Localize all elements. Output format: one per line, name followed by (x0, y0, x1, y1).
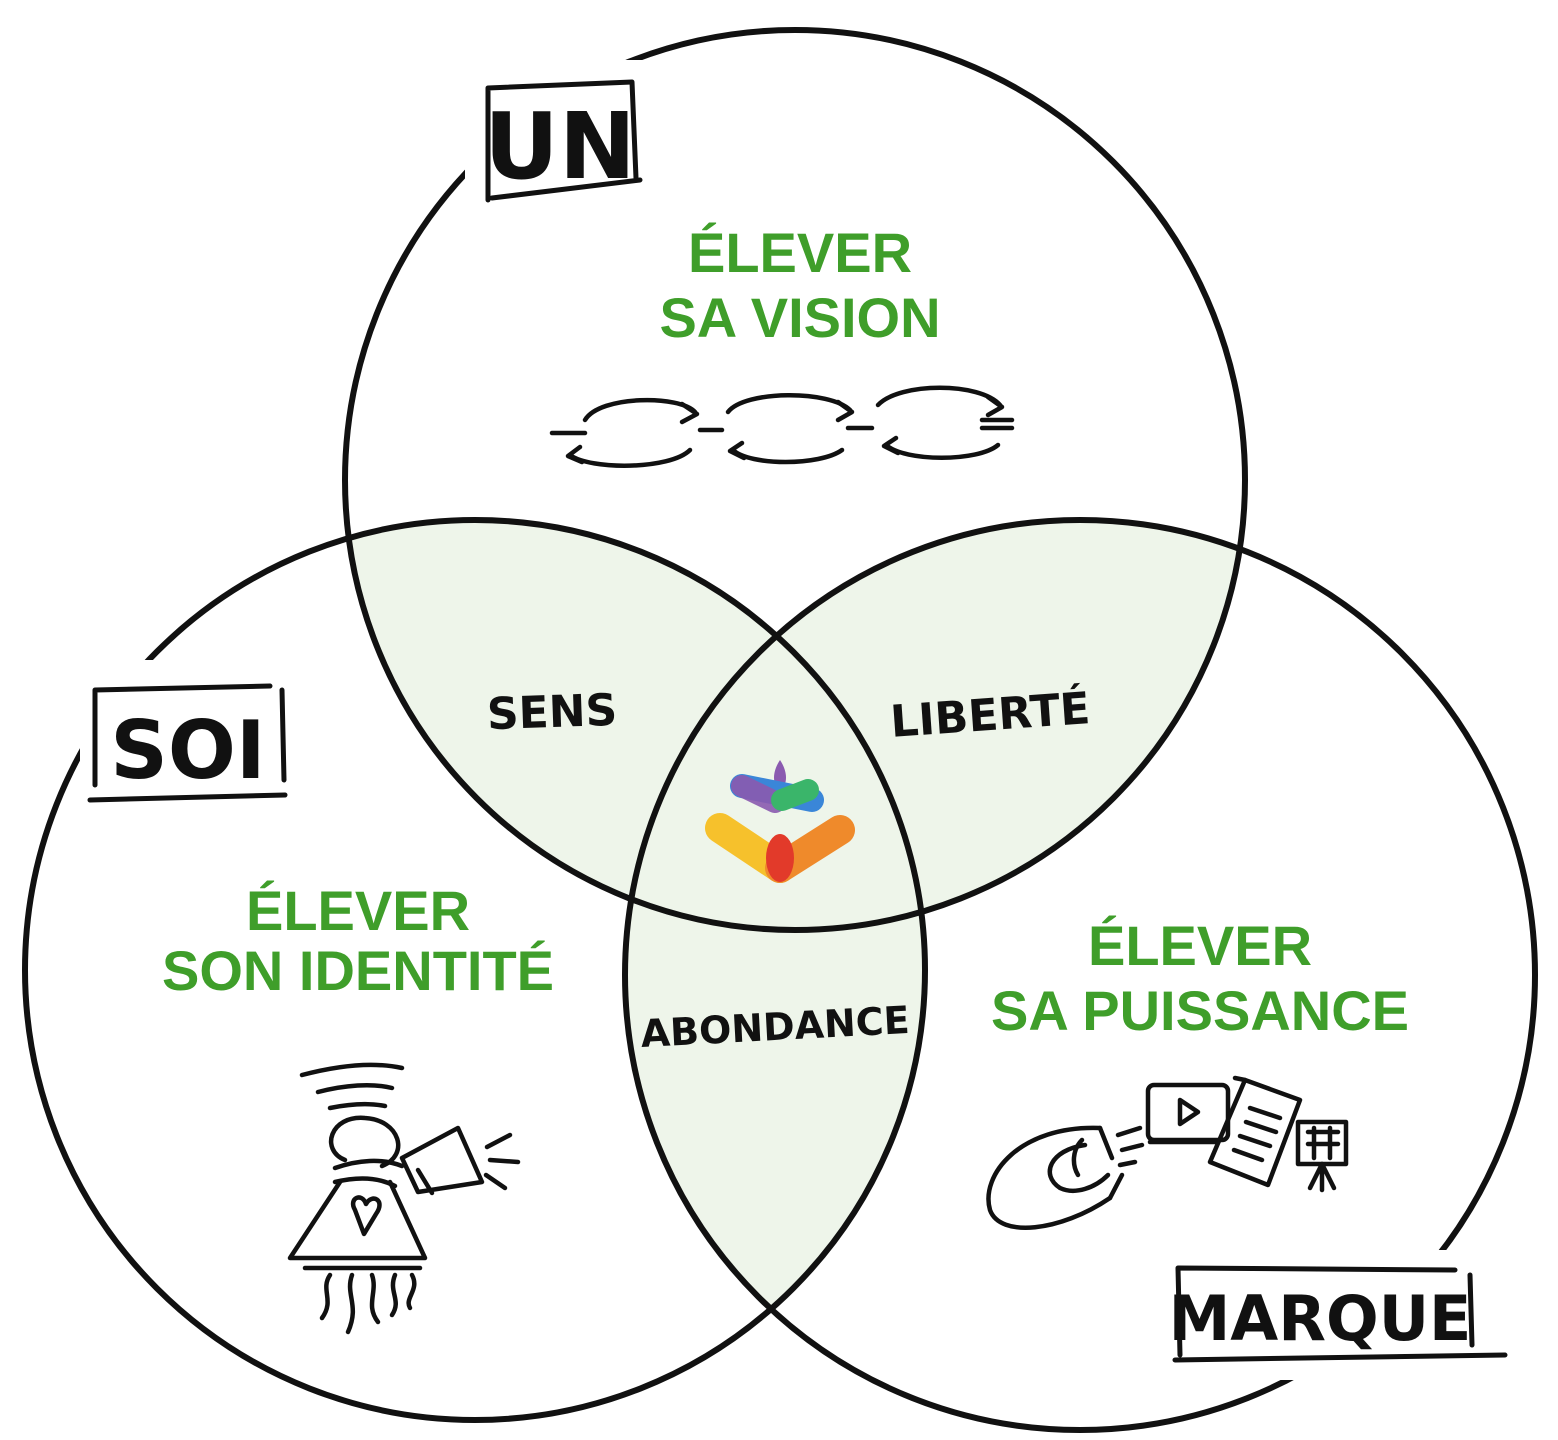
tag-soi: SOI (80, 660, 290, 800)
tag-un-label: UN (484, 93, 636, 200)
tag-marque-label: MARQUE (1169, 1282, 1472, 1355)
intersection-sens: SENS (486, 685, 618, 741)
tag-soi-label: SOI (110, 704, 265, 797)
cycle-arrows-icon (552, 388, 1012, 466)
right-title-line1: ÉLEVER (1088, 914, 1312, 977)
left-title-line2: SON IDENTITÉ (162, 939, 554, 1002)
tag-marque: MARQUE (1160, 1250, 1505, 1380)
tag-un: UN (465, 60, 665, 210)
top-title-line2: SA VISION (659, 286, 940, 349)
left-title-line1: ÉLEVER (246, 879, 470, 942)
top-title-line1: ÉLEVER (688, 221, 912, 284)
right-title-line2: SA PUISSANCE (991, 979, 1409, 1042)
magnet-content-icon (988, 1078, 1346, 1228)
person-megaphone-icon (290, 1065, 518, 1332)
